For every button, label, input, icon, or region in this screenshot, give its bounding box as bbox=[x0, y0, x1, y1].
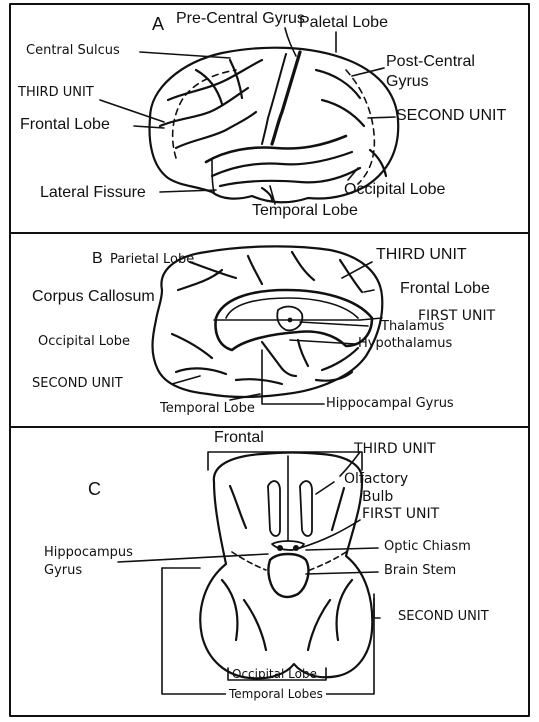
label-olfactory-bulb-line1: Olfactory bbox=[344, 472, 408, 486]
label-a-third-unit: THIRD UNIT bbox=[18, 86, 94, 99]
panel-a-letter: A bbox=[152, 15, 164, 33]
label-b-frontal-lobe: Frontal Lobe bbox=[400, 281, 490, 297]
panel-b-brain bbox=[153, 246, 383, 397]
lateral-fissure bbox=[206, 136, 346, 162]
panel-a-outline bbox=[150, 48, 399, 203]
label-b-temporal-lobe: Temporal Lobe bbox=[160, 402, 255, 415]
label-post-central-gyrus-line2: Gyrus bbox=[386, 74, 429, 90]
label-b-third-unit: THIRD UNIT bbox=[376, 247, 467, 263]
label-c-second-unit: SECOND UNIT bbox=[398, 610, 489, 623]
label-hippocampus-gyrus-line1: Hippocampus bbox=[44, 546, 133, 559]
label-b-second-unit: SECOND UNIT bbox=[32, 377, 123, 390]
panel-c-letter: C bbox=[88, 480, 101, 498]
label-c-first-unit: FIRST UNIT bbox=[362, 507, 439, 521]
brain-stem bbox=[268, 554, 308, 597]
label-optic-chiasm: Optic Chiasm bbox=[384, 540, 471, 553]
label-thalamus: Thalamus bbox=[381, 320, 444, 333]
olfactory-bulb-right bbox=[300, 481, 312, 536]
olfactory-bulb-left bbox=[268, 481, 280, 536]
label-temporal-lobes: Temporal Lobes bbox=[226, 688, 326, 700]
label-paletal-lobe: Paletal Lobe bbox=[299, 15, 388, 31]
central-sulcus bbox=[272, 52, 300, 144]
label-post-central-gyrus-line1: Post-Central bbox=[386, 54, 475, 70]
label-c-occipital-lobe: Occipital Lobe bbox=[232, 668, 317, 680]
panel-a-brain bbox=[150, 48, 399, 203]
label-a-temporal-lobe: Temporal Lobe bbox=[252, 203, 358, 219]
label-b-occipital-lobe: Occipital Lobe bbox=[38, 335, 130, 348]
label-olfactory-bulb-line2: Bulb bbox=[362, 490, 393, 504]
panel-c-leader-lines bbox=[118, 452, 380, 694]
label-lateral-fissure: Lateral Fissure bbox=[40, 185, 146, 201]
label-a-occipital-lobe: Occipital Lobe bbox=[344, 182, 445, 198]
label-parietal-lobe: Parietal Lobe bbox=[110, 253, 194, 266]
label-central-sulcus: Central Sulcus bbox=[26, 44, 120, 57]
label-frontal: Frontal bbox=[214, 430, 264, 446]
label-c-third-unit: THIRD UNIT bbox=[354, 442, 436, 456]
label-a-frontal-lobe: Frontal Lobe bbox=[20, 117, 110, 133]
optic-chiasm bbox=[272, 541, 304, 550]
panel-b-letter: B bbox=[92, 251, 103, 267]
label-a-second-unit: SECOND UNIT bbox=[396, 108, 506, 124]
label-hypothalamus: Hypothalamus bbox=[358, 337, 452, 350]
label-pre-central-gyrus: Pre-Central Gyrus bbox=[176, 11, 305, 27]
label-brain-stem: Brain Stem bbox=[384, 564, 456, 577]
label-hippocampus-gyrus-line2: Gyrus bbox=[44, 564, 82, 577]
label-hippocampal-gyrus: Hippocampal Gyrus bbox=[326, 397, 454, 410]
label-corpus-callosum: Corpus Callosum bbox=[32, 289, 155, 305]
panel-a-leader-lines bbox=[100, 28, 395, 204]
